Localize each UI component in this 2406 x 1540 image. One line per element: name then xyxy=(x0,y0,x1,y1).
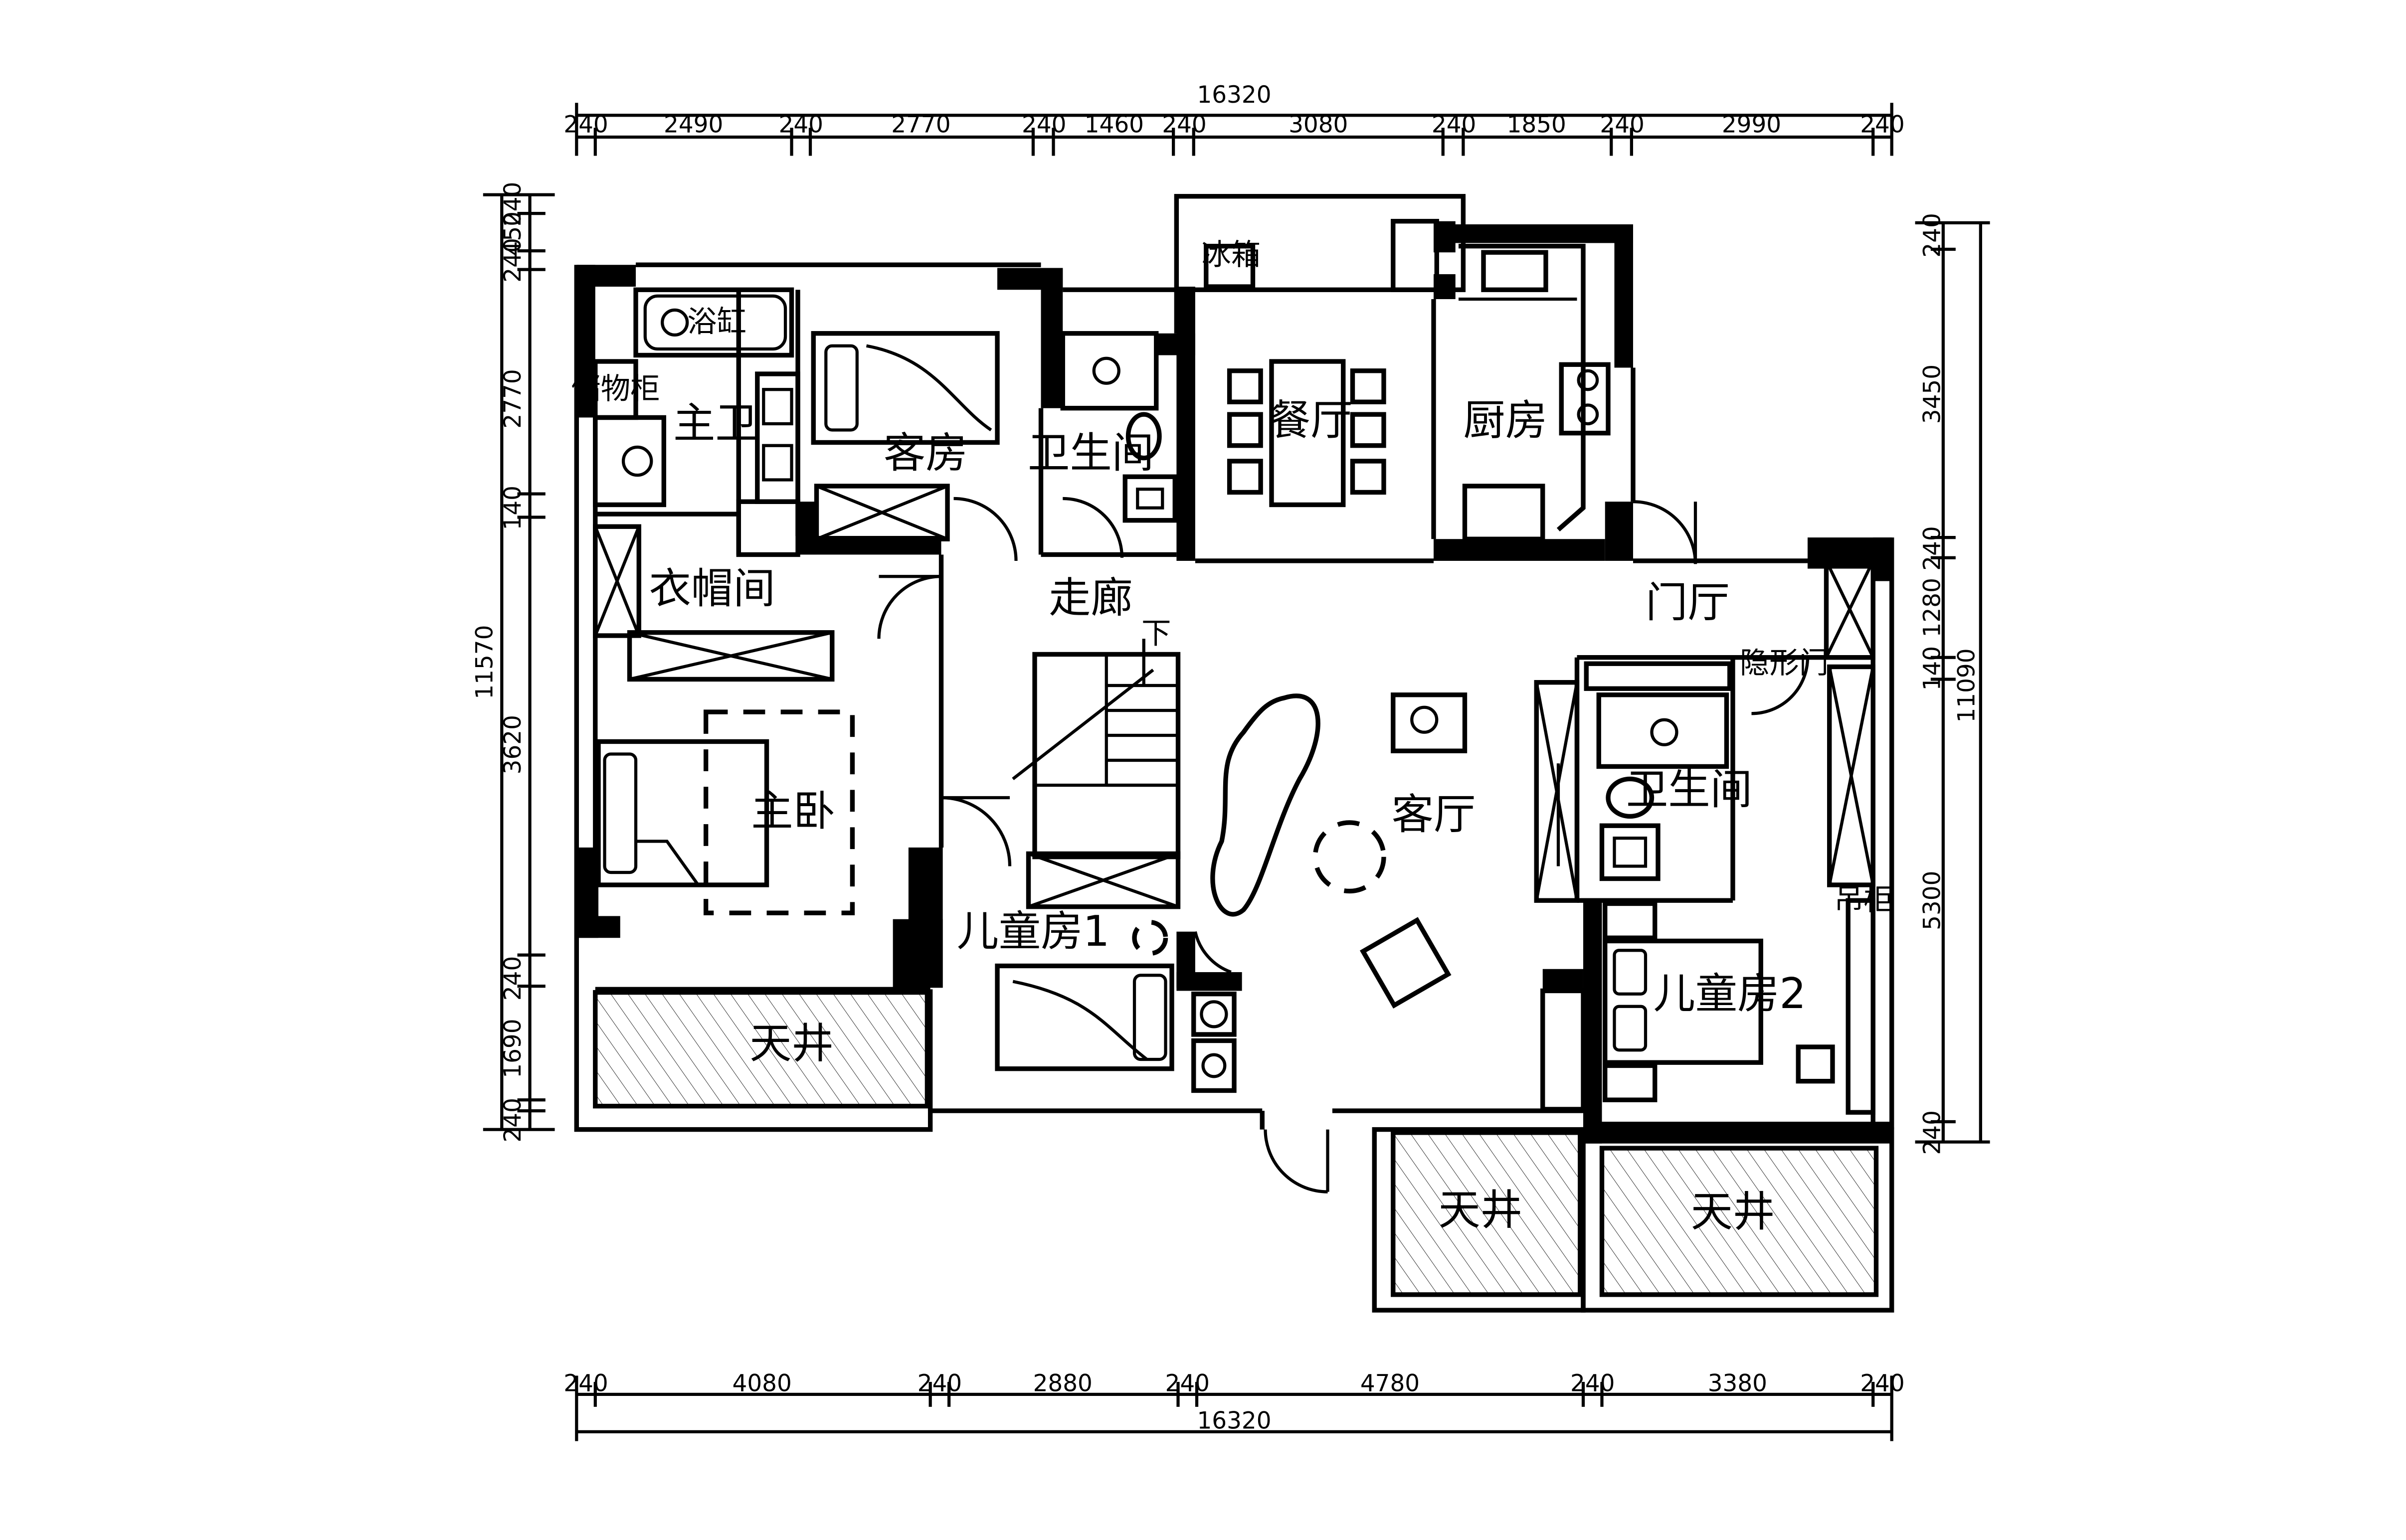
top-dim: 3080 xyxy=(1289,111,1348,139)
left-dim: 240 xyxy=(499,238,527,282)
dimensions-left: 240 450 240 2770 140 3620 240 1690 240 1… xyxy=(471,182,555,1143)
top-dim: 240 xyxy=(1860,111,1904,139)
cabinet-label: 吊柜 xyxy=(1834,883,1893,917)
master-bath-label: 主卫 xyxy=(673,399,757,448)
bathroom-2-fixtures xyxy=(1596,692,1729,881)
down-stairs-label: 下 xyxy=(1141,617,1171,651)
top-dim: 240 xyxy=(1432,111,1476,139)
bottom-dim: 240 xyxy=(563,1370,608,1397)
light-well-3-hatch xyxy=(1599,1146,1879,1297)
cloakroom-wardrobes xyxy=(593,524,835,682)
right-dim: 140 xyxy=(1919,646,1946,690)
stairs xyxy=(1012,639,1181,909)
bottom-dim: 3380 xyxy=(1708,1370,1767,1397)
top-dim: 1850 xyxy=(1507,111,1566,139)
kids-room-2-label: 儿童房2 xyxy=(1653,969,1806,1018)
left-dim: 240 xyxy=(499,956,527,1001)
light-well-3-label: 天井 xyxy=(1691,1187,1775,1236)
walls xyxy=(576,221,1892,1144)
living-room-label: 客厅 xyxy=(1392,790,1476,839)
kitchen-label: 厨房 xyxy=(1463,396,1547,445)
bottom-dim: 4780 xyxy=(1360,1370,1420,1397)
kids-room-2-furniture xyxy=(1540,901,1835,1112)
kids-room-1-label: 儿童房1 xyxy=(956,907,1110,956)
light-well-2-hatch xyxy=(1391,1130,1583,1297)
right-dim: 240 xyxy=(1919,213,1946,257)
top-dim: 240 xyxy=(563,111,608,139)
guest-room-label: 客房 xyxy=(884,428,968,477)
storage-label: 储物柜 xyxy=(571,372,660,406)
left-dim: 240 xyxy=(499,182,527,226)
right-dim: 3450 xyxy=(1919,364,1946,424)
bottom-dim: 240 xyxy=(1860,1370,1904,1397)
top-dim: 2990 xyxy=(1722,111,1781,139)
left-dim: 240 xyxy=(499,1098,527,1142)
bottom-total-dim: 16320 xyxy=(1197,1407,1271,1435)
left-dim: 1690 xyxy=(499,1019,527,1078)
bottom-dim: 240 xyxy=(918,1370,962,1397)
kitchen-fixtures xyxy=(1458,244,1611,541)
top-dim: 1460 xyxy=(1085,111,1144,139)
bottom-dim: 240 xyxy=(1570,1370,1615,1397)
top-dim: 240 xyxy=(1162,111,1206,139)
fridge-label: 冰箱 xyxy=(1201,238,1261,272)
light-well-1-label: 天井 xyxy=(749,1019,834,1068)
dimensions-top: 16320 240 2490 240 2770 240 1460 240 308… xyxy=(563,81,1905,156)
dining-table xyxy=(1204,219,1439,508)
top-total-dim: 16320 xyxy=(1197,81,1271,109)
bathroom-2-label: 卫生间 xyxy=(1626,765,1752,814)
foyer-label: 门厅 xyxy=(1646,578,1730,627)
left-dim: 450 xyxy=(499,211,527,256)
bottom-dim: 240 xyxy=(1165,1370,1210,1397)
guest-room-furniture xyxy=(811,331,1000,541)
master-bedroom-label: 主卧 xyxy=(751,787,835,836)
bottom-dim: 4080 xyxy=(733,1370,792,1397)
cloakroom-label: 衣帽间 xyxy=(649,564,775,613)
light-well-1-hatch xyxy=(593,990,930,1109)
top-dim: 240 xyxy=(779,111,823,139)
foyer-cabinets xyxy=(1534,558,1875,1115)
dimensions-bottom: 240 4080 240 2880 240 4780 240 3380 240 … xyxy=(563,1370,1905,1441)
corridor-label: 走廊 xyxy=(1049,573,1133,622)
right-dim: 240 xyxy=(1919,1110,1946,1155)
bathtub-label: 浴缸 xyxy=(687,305,746,340)
left-dim: 140 xyxy=(499,486,527,530)
hidden-door-label: 隐形门 xyxy=(1740,646,1829,681)
right-dim: 240 xyxy=(1919,526,1946,570)
bottom-dim: 2880 xyxy=(1033,1370,1093,1397)
dining-label: 餐厅 xyxy=(1269,396,1353,445)
left-dim: 2770 xyxy=(499,369,527,428)
right-dim: 1280 xyxy=(1919,578,1946,637)
top-dim: 240 xyxy=(1600,111,1644,139)
kids-room-1-furniture xyxy=(995,920,1237,1093)
dimensions-right: 240 3450 240 1280 140 5300 240 11090 xyxy=(1915,213,1990,1155)
bathroom-1-fixtures xyxy=(1060,331,1177,523)
doors xyxy=(877,497,1810,1194)
light-well-2-label: 天井 xyxy=(1438,1186,1522,1234)
left-dim: 3620 xyxy=(499,715,527,774)
room-labels: 主卫 浴缸 储物柜 客房 卫生间 餐厅 厨房 冰箱 衣帽间 走廊 门厅 隐形门 … xyxy=(571,238,1893,1236)
bathroom-1-label: 卫生间 xyxy=(1028,428,1154,477)
top-dim: 2770 xyxy=(891,111,950,139)
right-total-dim: 11090 xyxy=(1953,648,1980,722)
right-dim: 5300 xyxy=(1919,871,1946,930)
master-bath-fixtures xyxy=(593,287,800,557)
left-total-dim: 11570 xyxy=(471,625,499,699)
top-dim: 2490 xyxy=(664,111,723,139)
living-room-furniture xyxy=(1210,692,1560,1009)
top-dim: 240 xyxy=(1022,111,1066,139)
master-bed xyxy=(596,709,855,915)
